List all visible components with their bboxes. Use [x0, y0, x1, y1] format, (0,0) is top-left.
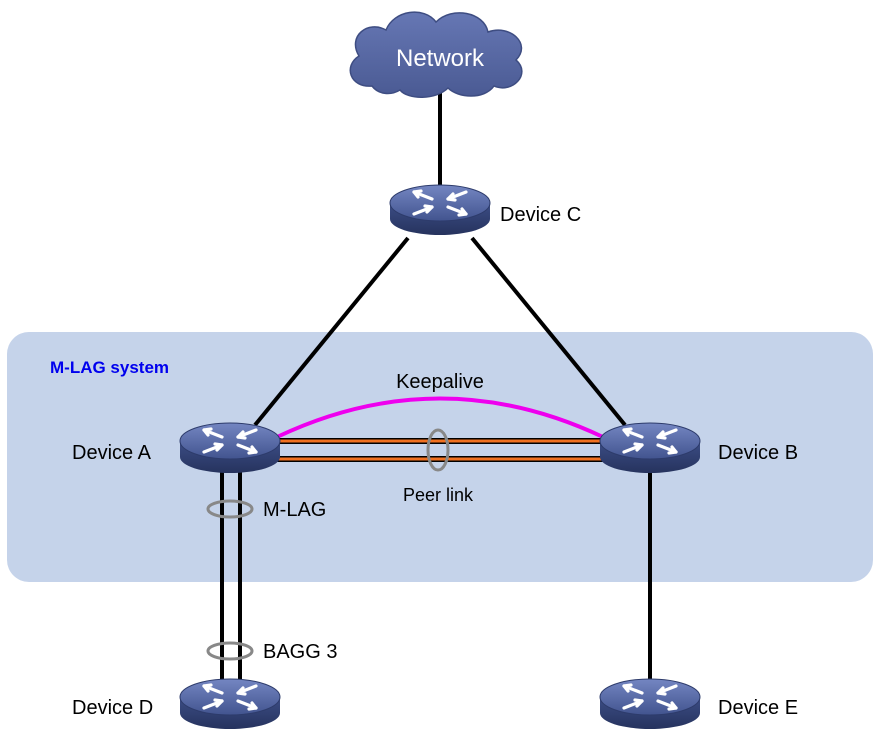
device-c-label: Device C [500, 204, 581, 226]
peer-link-aggregation-ring [426, 428, 450, 472]
link-c-b [470, 236, 627, 427]
device-e-icon [598, 677, 702, 731]
bagg-label: BAGG 3 [263, 641, 337, 663]
bagg-aggregation-ring [206, 641, 254, 661]
link-c-a [253, 236, 410, 427]
device-e-label: Device E [718, 697, 798, 719]
device-d-label: Device D [72, 697, 153, 719]
device-c-icon [388, 183, 492, 237]
device-b-label: Device B [718, 442, 798, 464]
mlag-aggregation-ring [206, 499, 254, 519]
keepalive-label: Keepalive [396, 371, 484, 393]
mlag-label: M-LAG [263, 499, 326, 521]
keepalive-link [276, 396, 604, 439]
network-cloud-icon [349, 11, 523, 98]
device-d-icon [178, 677, 282, 731]
device-a-label: Device A [72, 442, 152, 464]
peer-link-label: Peer link [403, 485, 474, 505]
peer-link [275, 438, 605, 462]
device-a-icon [178, 421, 282, 475]
device-b-icon [598, 421, 702, 475]
network-label: Network [396, 45, 485, 72]
mlag-system-label: M-LAG system [50, 358, 169, 377]
